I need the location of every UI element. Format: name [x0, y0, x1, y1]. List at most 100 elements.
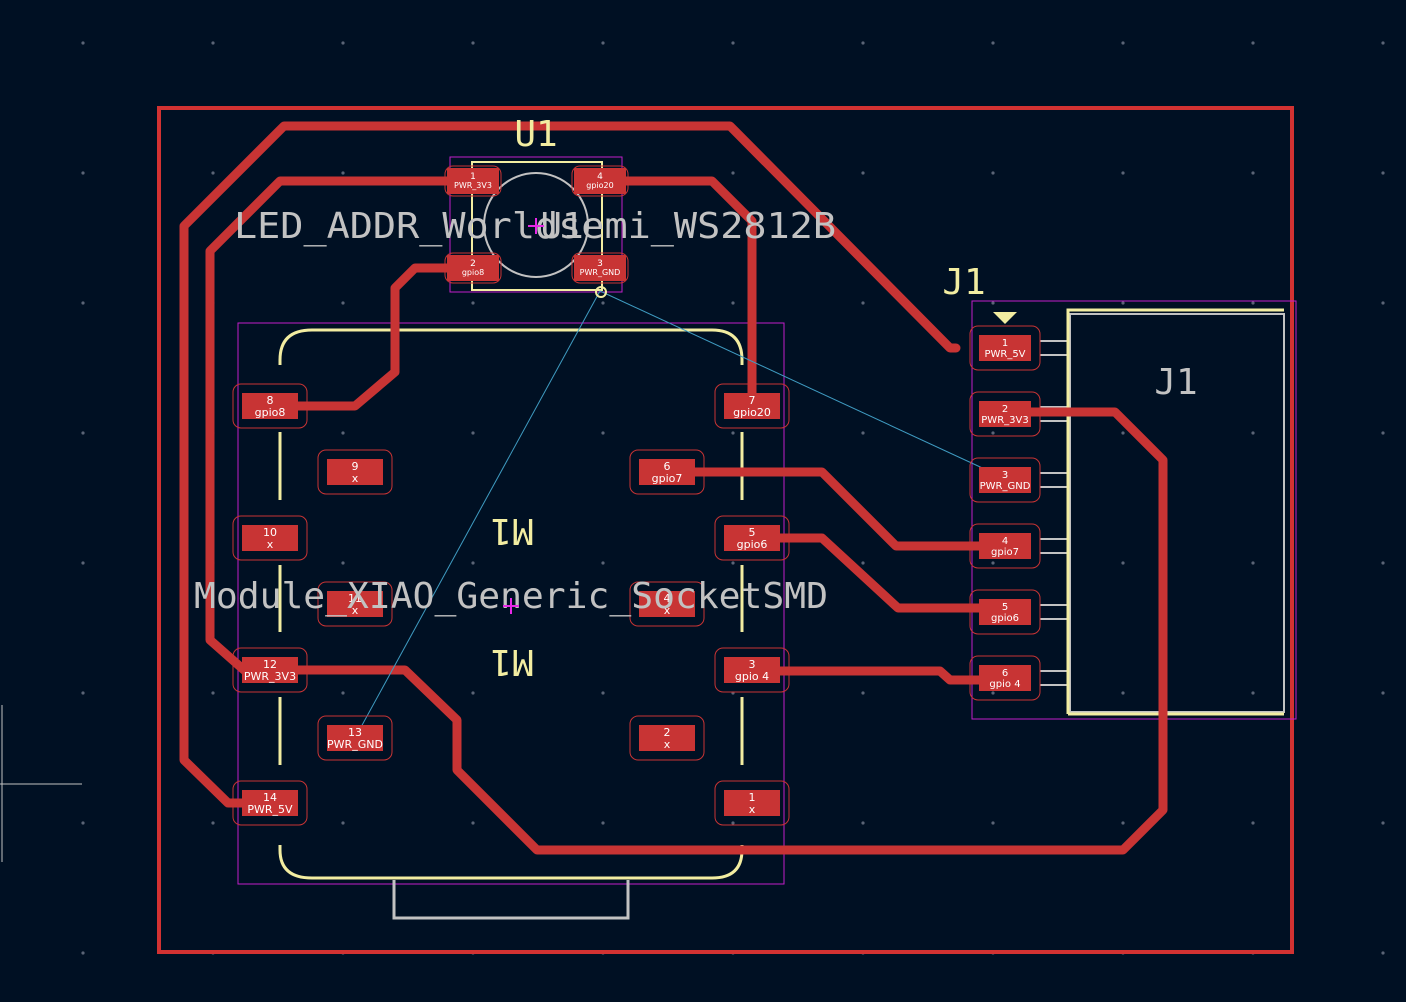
pad-number: 2 [470, 259, 476, 269]
grid-dot [341, 301, 345, 305]
pad-net-name: PWR_GND [980, 481, 1031, 492]
grid-dot [991, 301, 995, 305]
track-gpio-4[interactable] [747, 666, 1009, 685]
pad-number: 1 [470, 172, 476, 182]
board-edge-outline[interactable] [157, 106, 1294, 954]
grid-dot [861, 301, 865, 305]
pad-net-name: x [352, 604, 359, 617]
u1-overlay-reference: U1 [540, 206, 583, 247]
pad-clearance-outline [444, 252, 502, 284]
grid-dot [991, 691, 995, 695]
m1-pad-11[interactable]: 11x [317, 581, 393, 627]
pad-clearance-outline [571, 165, 629, 197]
pad-number: 7 [749, 394, 756, 407]
pad-copper [574, 168, 626, 194]
pad-number: 8 [267, 394, 274, 407]
m1-pad-9[interactable]: 9x [317, 449, 393, 495]
pad-copper [327, 591, 383, 617]
m1-pad-1[interactable]: 1x [714, 780, 790, 826]
ratsnest-lines [354, 290, 1005, 739]
pad-copper [639, 591, 695, 617]
pad-number: 9 [352, 460, 359, 473]
grid-dot [81, 821, 85, 825]
u1-silk-reference: U1 [514, 114, 557, 155]
pad-clearance-outline [317, 581, 393, 627]
pad-clearance-outline [317, 449, 393, 495]
track-gpio20[interactable] [595, 176, 757, 411]
pad-net-name: x [267, 538, 274, 551]
grid-dot [471, 691, 475, 695]
pad-clearance-outline [969, 523, 1041, 569]
grid-dot [211, 691, 215, 695]
pad-net-name: gpio7 [991, 547, 1019, 558]
grid-dot [731, 301, 735, 305]
grid-dot [991, 431, 995, 435]
grid-dot [341, 691, 345, 695]
copper-pads[interactable]: 1PWR_3V32gpio83PWR_GND4gpio208gpio87gpio… [232, 165, 1041, 826]
grid-dot [1381, 431, 1385, 435]
grid-dot [1381, 691, 1385, 695]
pad-copper [979, 335, 1031, 361]
grid-dot [731, 431, 735, 435]
grid-dot [1121, 301, 1125, 305]
pad-number: 3 [1002, 470, 1008, 481]
track-pwr-5v[interactable] [179, 121, 961, 808]
grid-dot [1251, 821, 1255, 825]
m1-pad-10[interactable]: 10x [232, 515, 308, 561]
pad-number: 14 [263, 791, 277, 804]
pad-number: 6 [664, 460, 671, 473]
grid-dot [991, 41, 995, 45]
pad-net-name: gpio6 [991, 613, 1019, 624]
pad-net-name: PWR_5V [247, 803, 293, 816]
pad-clearance-outline [969, 325, 1041, 371]
m1-pad-2[interactable]: 2x [629, 715, 705, 761]
grid-dot [1381, 951, 1385, 955]
grid-dot [991, 821, 995, 825]
pad-net-name: gpio20 [733, 406, 771, 419]
pad-copper [242, 790, 298, 816]
grid-dot [341, 41, 345, 45]
pad-number: 2 [664, 726, 671, 739]
pad-clearance-outline [317, 715, 393, 761]
track-gpio6[interactable] [747, 533, 1009, 613]
grid-dot [1121, 431, 1125, 435]
grid-dot [81, 41, 85, 45]
j1-silk-reference: J1 [942, 262, 985, 303]
grid-dot [1121, 561, 1125, 565]
pad-clearance-outline [969, 391, 1041, 437]
grid-dot [731, 821, 735, 825]
grid-dot [211, 821, 215, 825]
pad-number: 12 [263, 658, 277, 671]
pad-net-name: gpio 4 [989, 679, 1020, 690]
pad-copper [639, 459, 695, 485]
pad-clearance-outline [714, 383, 790, 429]
track-gpio8[interactable] [263, 263, 478, 411]
pad-number: 1 [1002, 338, 1008, 349]
pad-number: 5 [1002, 602, 1008, 613]
pad-clearance-outline [232, 515, 308, 561]
grid-dot [1121, 821, 1125, 825]
track-pwr-3v3-j1[interactable] [263, 407, 1168, 855]
m1-pad-4[interactable]: 4x [629, 581, 705, 627]
grid-dot [341, 821, 345, 825]
track-gpio7[interactable] [662, 467, 1009, 551]
